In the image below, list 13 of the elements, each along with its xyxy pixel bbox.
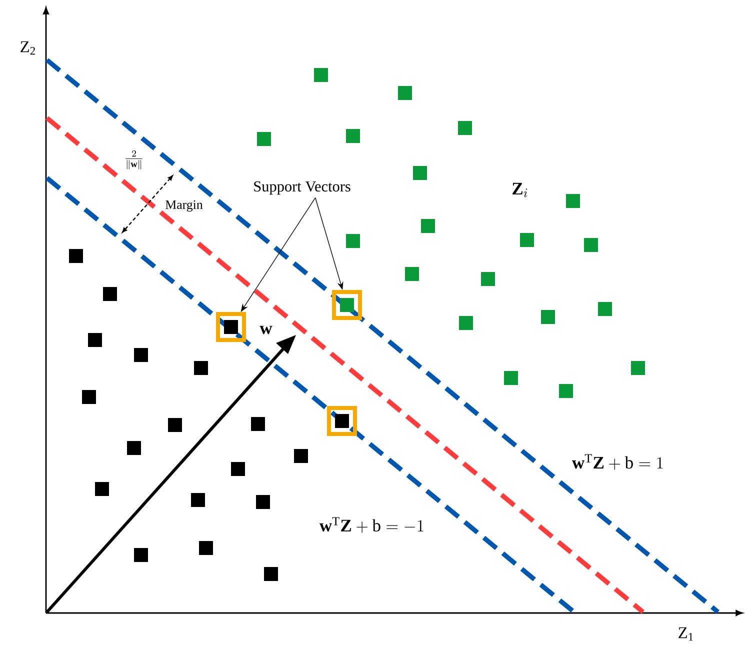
highlight-box <box>327 406 357 436</box>
margin-formula: $\frac{2}{\|\mathbf{w}\|}$ <box>126 150 142 170</box>
label-text: Support Vectors <box>254 181 350 195</box>
axis-label: Z$_{2}$ <box>20 41 35 55</box>
highlight-box <box>332 290 362 320</box>
highlight-box <box>216 312 246 342</box>
vector-label: $\mathbf{w}$ <box>260 326 272 334</box>
leader-line <box>240 197 316 312</box>
axis-label: Z$_{1}$ <box>678 627 693 641</box>
class-label: $\mathbf{Z}_i$ <box>512 182 528 198</box>
equation: $\mathbf{w}^{\mathrm{T}}\mathbf{Z}+\mathrm{b}=1$ <box>572 454 663 470</box>
equation: $\mathbf{w}^{\mathrm{T}}\mathbf{Z}+\mathrm{b}=-1$ <box>319 517 424 533</box>
margin-label: Margin <box>166 200 203 212</box>
